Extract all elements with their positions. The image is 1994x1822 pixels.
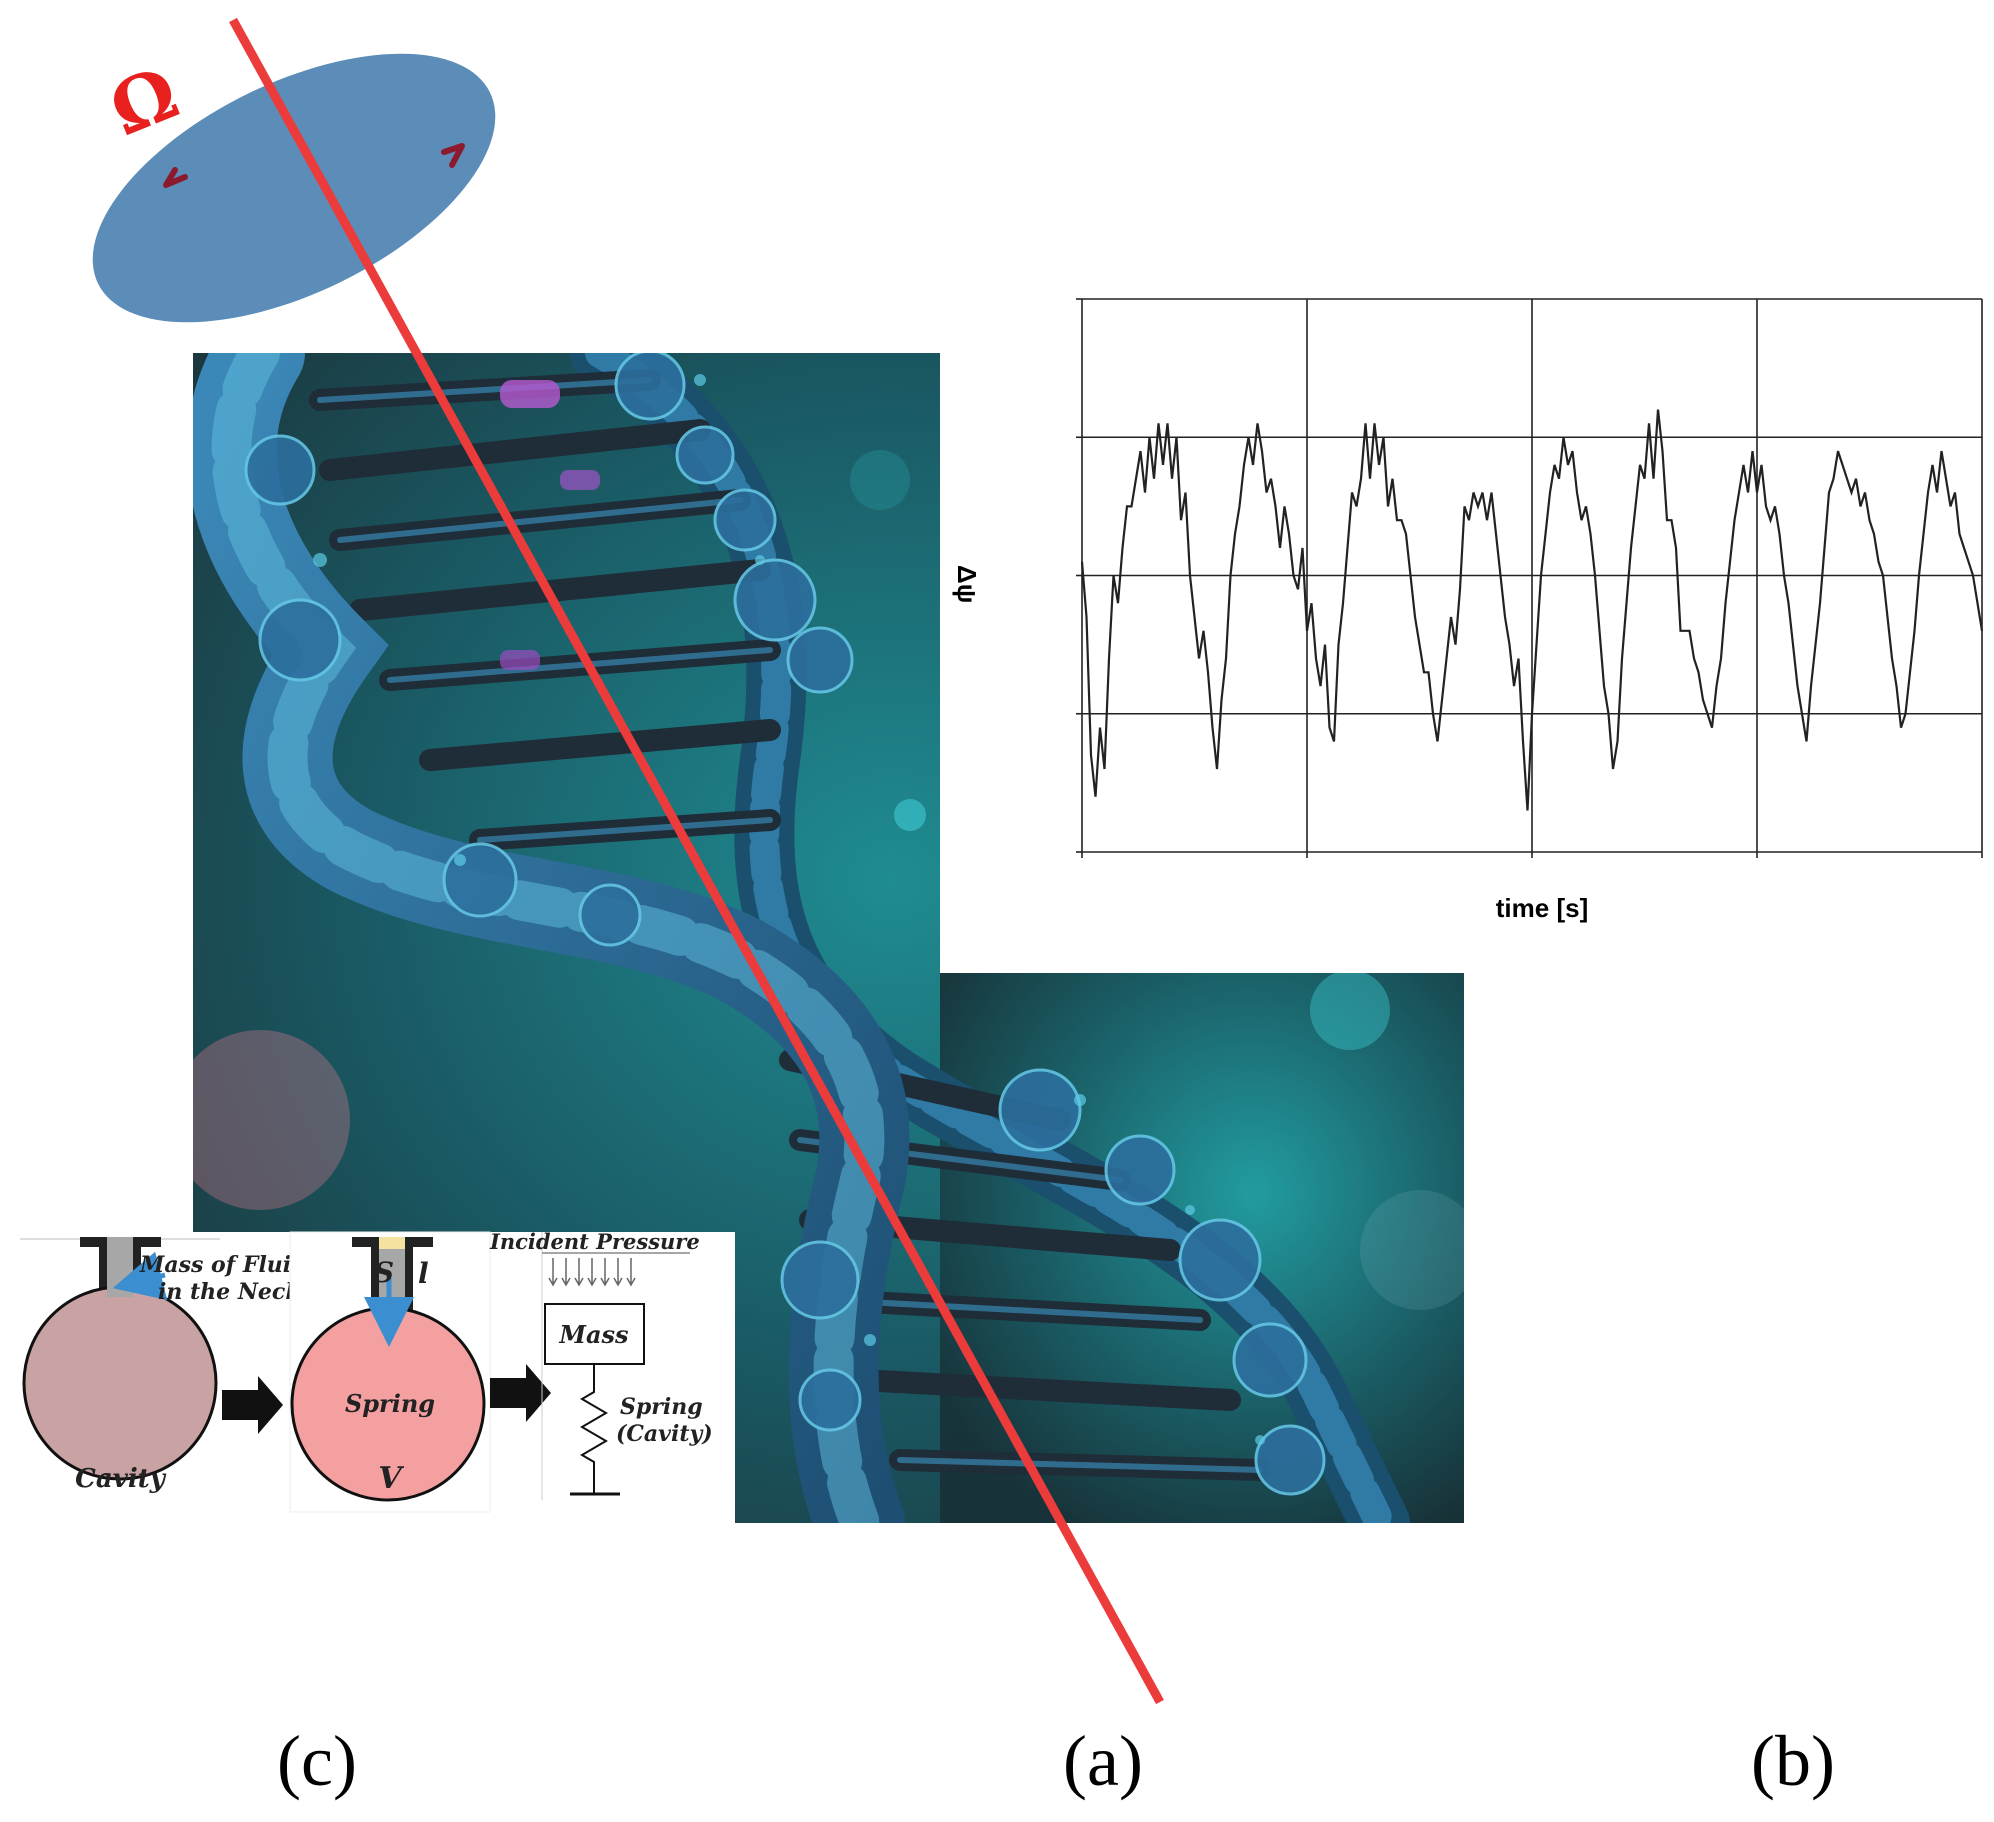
spring-symbol: [580, 1364, 608, 1494]
pressure-arrow-icon: [548, 1258, 558, 1287]
pressure-arrow-icon: [626, 1258, 636, 1287]
strand-bubbles: [244, 353, 1326, 1496]
rotation-axis-line: [229, 17, 1164, 1705]
transition-arrow-2-icon: [490, 1364, 551, 1422]
rotation-arrow-left-icon: [163, 167, 188, 188]
panel-label-c: (c): [277, 1721, 357, 1801]
panel-label-a: (a): [1063, 1721, 1143, 1801]
disk-ellipse: [92, 53, 496, 323]
resonator-1: Mass of Fluid in the Neck Cavity: [20, 1237, 307, 1494]
omega-symbol: Ω: [98, 49, 189, 152]
cavity-label: Cavity: [75, 1464, 167, 1494]
incident-pressure-label: Incident Pressure: [489, 1229, 700, 1254]
spring-label: Spring: [345, 1389, 435, 1418]
neck-label-line1: Mass of Fluid: [139, 1252, 307, 1278]
incident-pressure-arrows: [548, 1258, 636, 1287]
signal-trace: [1080, 409, 1984, 811]
pressure-arrow-icon: [574, 1258, 584, 1287]
resonator-2: S l Spring V: [289, 1231, 491, 1513]
s-label: S: [374, 1256, 394, 1289]
signal-chart: Δψ time [s]: [952, 298, 1984, 923]
bokeh-circle: [193, 1030, 350, 1210]
rotation-disk: Ω: [92, 49, 496, 323]
spring2-line2: (Cavity): [616, 1421, 713, 1447]
mass-spring-model: Incident Pressure Mass Spring (Cavity): [489, 1229, 713, 1500]
pressure-arrow-icon: [600, 1258, 610, 1287]
chart-xlabel: time [s]: [1496, 893, 1588, 923]
panel-label-b: (b): [1751, 1721, 1835, 1801]
neck-pointer-arrow-icon: [112, 1251, 168, 1301]
chart-grid: [1076, 298, 1983, 858]
pressure-arrow-icon: [561, 1258, 571, 1287]
transition-arrow-1-icon: [222, 1376, 283, 1434]
pressure-arrow-icon: [587, 1258, 597, 1287]
spring2-line1: Spring: [620, 1394, 703, 1420]
mass-label: Mass: [558, 1320, 629, 1349]
pressure-arrow-icon: [613, 1258, 623, 1287]
cavity-1-bulb: [22, 1285, 218, 1481]
l-label: l: [418, 1257, 429, 1290]
chart-ylabel: Δψ: [952, 565, 982, 603]
neck-label-line2: in the Neck: [158, 1279, 301, 1305]
rotation-arrow-right-icon: [441, 143, 465, 168]
helmholtz-diagram: Mass of Fluid in the Neck Cavity S l Spr…: [20, 1229, 732, 1523]
v-label: V: [378, 1461, 404, 1496]
